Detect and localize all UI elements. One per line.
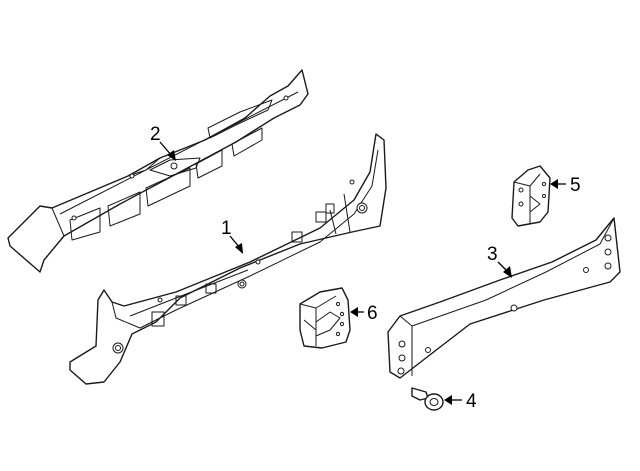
part-6-bracket bbox=[299, 287, 351, 349]
callout-1: 1 bbox=[221, 218, 232, 239]
callout-2: 2 bbox=[150, 124, 161, 145]
part-4-bolt bbox=[411, 387, 444, 411]
leader-1 bbox=[229, 235, 243, 254]
callout-5: 5 bbox=[570, 175, 581, 196]
callout-6: 6 bbox=[367, 303, 378, 324]
leader-3 bbox=[497, 261, 512, 278]
part-3-reinforcement-bar bbox=[387, 217, 621, 379]
part-1-rear-body-panel bbox=[69, 133, 387, 385]
callout-3: 3 bbox=[487, 244, 498, 265]
leader-6 bbox=[350, 307, 364, 317]
part-2-upper-panel bbox=[7, 69, 309, 273]
leader-2 bbox=[159, 141, 176, 161]
part-5-bracket bbox=[511, 165, 551, 227]
callout-4: 4 bbox=[466, 391, 477, 412]
leader-5 bbox=[550, 179, 566, 189]
leader-4 bbox=[444, 395, 462, 405]
